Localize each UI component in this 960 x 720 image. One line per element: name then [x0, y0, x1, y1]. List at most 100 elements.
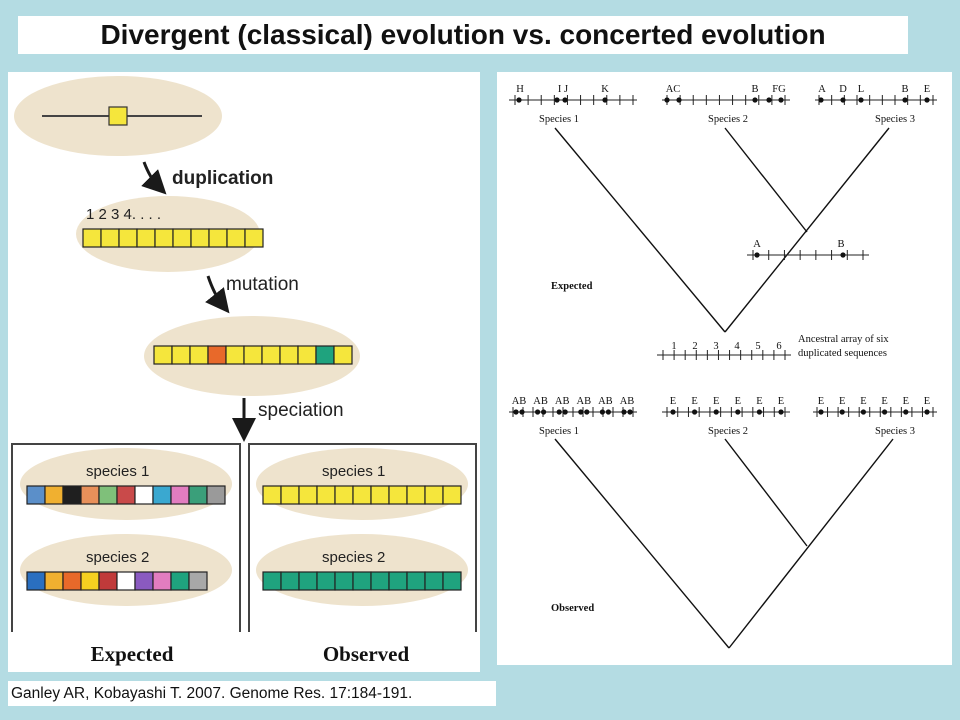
- species1-gene-box: [134, 485, 154, 505]
- duplicated-gene-box: [154, 228, 174, 248]
- expected-species2-label: Species 2: [708, 114, 748, 125]
- observed-species2-array-marker-label: E: [691, 396, 697, 407]
- observed-species3-array-marker-label: E: [839, 396, 845, 407]
- observed-species1-gene-box: [280, 485, 300, 505]
- ancestral-array-number: 4: [734, 341, 740, 352]
- mutated-gene-box: [171, 345, 191, 365]
- expected-bracket: [11, 443, 241, 632]
- mutated-gene-box: [315, 345, 335, 365]
- observed-branch-species3: [728, 438, 894, 649]
- copy-numbers-label: 1 2 3 4. . . .: [86, 206, 161, 223]
- observed-species1-gene-box: [406, 485, 426, 505]
- expected-species2-array: [26, 571, 208, 591]
- observed-species2-gene-box: [406, 571, 426, 591]
- observed-species2-gene-box: [370, 571, 390, 591]
- mutated-gene-box: [333, 345, 353, 365]
- observed-species3-array-marker-label: E: [860, 396, 866, 407]
- ancestral-array-number: 2: [692, 341, 697, 352]
- species2-gene-box: [62, 571, 82, 591]
- expected-species1-label: Species 1: [539, 114, 579, 125]
- observed-species1-array-marker-label: AB: [577, 396, 592, 407]
- observed-species2-ellipse: [256, 534, 468, 606]
- observed-species1-array-dot: [562, 409, 568, 415]
- expected-species2-label: species 2: [86, 549, 149, 566]
- observed-species1-gene-box: [352, 485, 372, 505]
- ancestral-array-number: 1: [671, 341, 676, 352]
- left-figure-svg: duplication 1 2 3 4. . . . mutation spec…: [11, 76, 477, 666]
- species2-gene-box: [170, 571, 190, 591]
- observed-species2-array-dot: [778, 409, 784, 415]
- observed-species3-array-marker-label: E: [818, 396, 824, 407]
- observed-branch-species1: [554, 438, 730, 649]
- observed-species1-gene-box: [262, 485, 282, 505]
- observed-species3-array-dot: [903, 409, 909, 415]
- duplication-label: duplication: [172, 168, 273, 189]
- observed-species1-array-dot: [541, 409, 547, 415]
- expected-species1-array: [26, 485, 226, 505]
- observed-species2-array-dot: [735, 409, 741, 415]
- species2-gene-box: [98, 571, 118, 591]
- observed-species2-array-dot: [692, 409, 698, 415]
- observed-species2-array-dot: [756, 409, 762, 415]
- species1-gene-box: [152, 485, 172, 505]
- observed-species2-array-marker-label: E: [735, 396, 741, 407]
- expected-species1-array-dot: [516, 97, 522, 103]
- observed-species3-array-marker-label: E: [903, 396, 909, 407]
- ancestor-array-marker-label: A: [753, 239, 761, 250]
- expected-species1-array-dot: [562, 97, 568, 103]
- observed-species1-gene-box: [298, 485, 318, 505]
- observed-species2-gene-box: [352, 571, 372, 591]
- observed-species3-array-marker-label: E: [881, 396, 887, 407]
- species1-gene-box: [62, 485, 82, 505]
- mutation-arrow: [205, 275, 230, 314]
- expected-species3-array-marker-label: E: [924, 84, 930, 95]
- observed-species3-array-dot: [924, 409, 930, 415]
- observed-species2-array-marker-label: E: [670, 396, 676, 407]
- species2-gene-box: [152, 571, 172, 591]
- species1-gene-box: [26, 485, 46, 505]
- expected-species1-ellipse: [20, 448, 232, 520]
- observed-species1-array-dot: [513, 409, 519, 415]
- observed-species3-array-dot: [839, 409, 845, 415]
- observed-species1-label: species 1: [322, 463, 385, 480]
- observed-species1-array-marker-label: AB: [598, 396, 613, 407]
- duplicated-gene-box: [208, 228, 228, 248]
- species1-gene-box: [116, 485, 136, 505]
- ancestral-array-number: 3: [713, 341, 718, 352]
- observed-bracket: [248, 443, 477, 632]
- observed-species3-array-dot: [860, 409, 866, 415]
- observed-species1-gene-box: [388, 485, 408, 505]
- expected-species3-array-dot: [858, 97, 864, 103]
- observed-caption: Observed: [323, 642, 410, 666]
- observed-species2-array-marker-label: E: [756, 396, 762, 407]
- expected-branch-species2: [724, 127, 808, 233]
- expected-species3-label: Species 3: [875, 114, 915, 125]
- observed-species2-gene-box: [388, 571, 408, 591]
- observed-species1-gene-box: [442, 485, 462, 505]
- expected-species2-array-dot: [766, 97, 772, 103]
- mutated-gene-box: [225, 345, 245, 365]
- expected-tree-label: Expected: [551, 281, 593, 292]
- mutated-gene-box: [243, 345, 263, 365]
- observed-species3-array-dot: [882, 409, 888, 415]
- expected-species3-array-marker-label: A: [818, 84, 826, 95]
- duplicated-array: [82, 228, 264, 248]
- observed-species1-array-dot: [605, 409, 611, 415]
- expected-species2-array-dot: [752, 97, 758, 103]
- species2-gene-box: [80, 571, 100, 591]
- observed-species1-array-dot: [556, 409, 562, 415]
- observed-species1-array-dot: [578, 409, 584, 415]
- observed-species2-gene-box: [334, 571, 354, 591]
- expected-species1-array-marker-label: K: [601, 84, 609, 95]
- duplicated-gene-box: [136, 228, 156, 248]
- observed-species2-gene-box: [298, 571, 318, 591]
- species2-gene-box: [188, 571, 208, 591]
- duplicated-gene-box: [118, 228, 138, 248]
- expected-species2-array-dot: [676, 97, 682, 103]
- ancestral-array-label: duplicated sequences: [798, 348, 887, 359]
- observed-branch-species2: [724, 438, 808, 547]
- expected-branch-species3: [724, 127, 890, 333]
- expected-species3-array-dot: [840, 97, 846, 103]
